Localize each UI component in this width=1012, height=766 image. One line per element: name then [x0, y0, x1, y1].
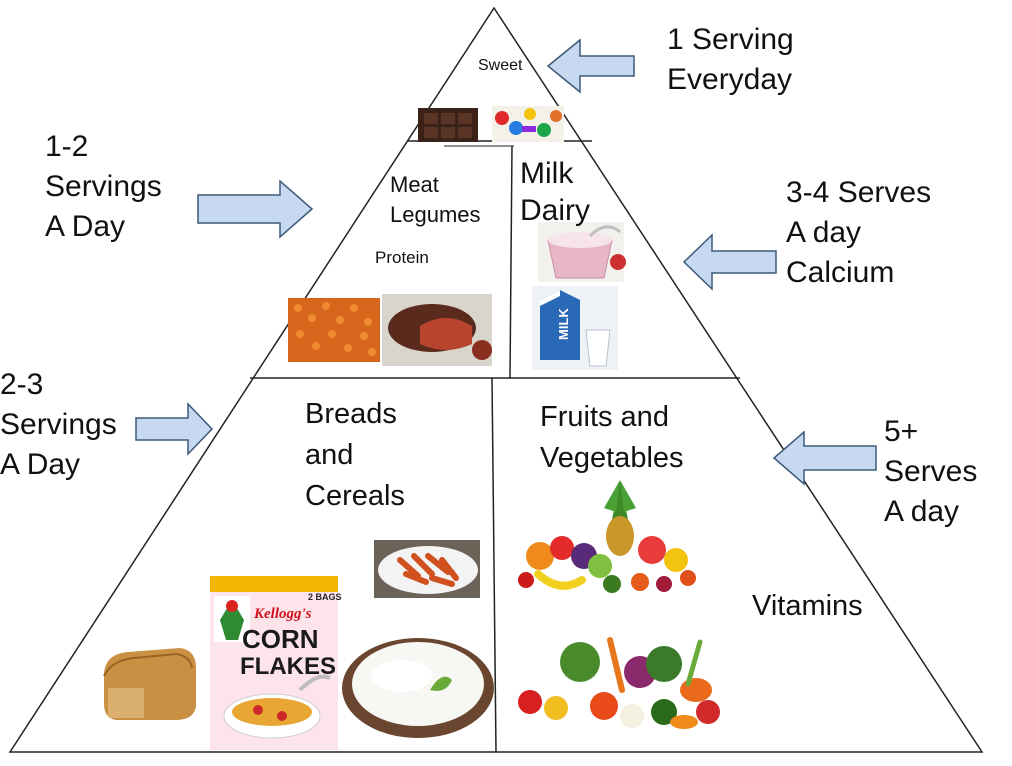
chocolate-bar-icon	[418, 108, 478, 142]
grains-produce-divider	[491, 377, 497, 753]
grains-label-line-3: Cereals	[305, 480, 405, 512]
callout-sweet-line-2: Everyday	[667, 63, 793, 96]
callout-produce-line-2: Serves	[884, 455, 978, 488]
dairy-label-line-2: Dairy	[520, 194, 591, 227]
callout-dairy: 3-4 Serves A day Calcium	[786, 173, 931, 293]
callout-grains-line-2: Servings	[0, 408, 117, 441]
rice-bowl-icon	[342, 638, 494, 738]
callout-protein-line-3: A Day	[45, 210, 126, 243]
cornflakes-brand-text: Kellogg's	[253, 606, 312, 622]
callout-protein-line-1: 1-2	[45, 130, 89, 163]
sweet-section-label: Sweet	[478, 57, 523, 74]
arrow-sweet	[546, 38, 635, 94]
callout-grains-line-1: 2-3	[0, 368, 44, 401]
callout-sweet: 1 Serving Everyday	[667, 20, 794, 100]
cornflakes-box-icon: Kellogg's 2 BAGS CORN FLAKES	[210, 576, 342, 750]
callout-produce-line-3: A day	[884, 495, 960, 528]
callout-sweet-line-1: 1 Serving	[667, 23, 794, 56]
protein-sub-label: Protein	[375, 248, 429, 267]
produce-label-line-2: Vegetables	[540, 442, 684, 474]
callout-grains: 2-3 Servings A Day	[0, 365, 117, 485]
grains-label-line-1: Breads	[305, 398, 397, 430]
milk-glass-icon	[585, 329, 611, 367]
callout-grains-line-3: A Day	[0, 448, 81, 481]
grains-label-line-2: and	[305, 439, 354, 471]
yogurt-cup-icon	[538, 222, 626, 282]
bread-loaf-icon	[103, 648, 196, 720]
grains-section-label: Breads and Cereals	[305, 394, 405, 517]
pasta-plate-icon	[374, 540, 480, 598]
lentils-icon	[288, 298, 380, 362]
protein-label-line-1: Meat	[390, 172, 439, 197]
callout-protein-line-2: Servings	[45, 170, 162, 203]
arrow-protein	[197, 179, 314, 239]
protein-section-label: Meat Legumes	[390, 170, 481, 230]
produce-section-label: Fruits and Vegetables	[540, 397, 684, 479]
milk-carton-label: MILK	[556, 308, 571, 340]
fruit-pile-icon	[518, 480, 696, 593]
callout-dairy-line-2: A day	[786, 216, 862, 249]
dairy-section-label: Milk Dairy	[520, 155, 590, 229]
callout-produce-line-1: 5+	[884, 415, 919, 448]
callout-protein: 1-2 Servings A Day	[45, 127, 162, 247]
cornflakes-line-1: CORN	[242, 624, 319, 654]
arrow-dairy	[682, 233, 777, 291]
vegetable-pile-icon	[518, 637, 720, 729]
candy-icon	[492, 106, 564, 142]
dairy-label-line-1: Milk	[520, 157, 574, 190]
protein-label-line-2: Legumes	[390, 202, 481, 227]
callout-dairy-line-1: 3-4 Serves	[786, 176, 932, 209]
arrow-grains	[135, 402, 214, 456]
arrow-produce	[772, 430, 877, 486]
steak-icon	[382, 294, 492, 366]
protein-dairy-divider	[509, 145, 513, 379]
callout-produce: 5+ Serves A day	[884, 412, 977, 532]
cornflakes-badge-text: 2 BAGS	[308, 592, 342, 602]
produce-label-line-1: Fruits and	[540, 401, 669, 433]
callout-dairy-line-3: Calcium	[786, 256, 895, 289]
vitamins-label: Vitamins	[752, 590, 863, 622]
